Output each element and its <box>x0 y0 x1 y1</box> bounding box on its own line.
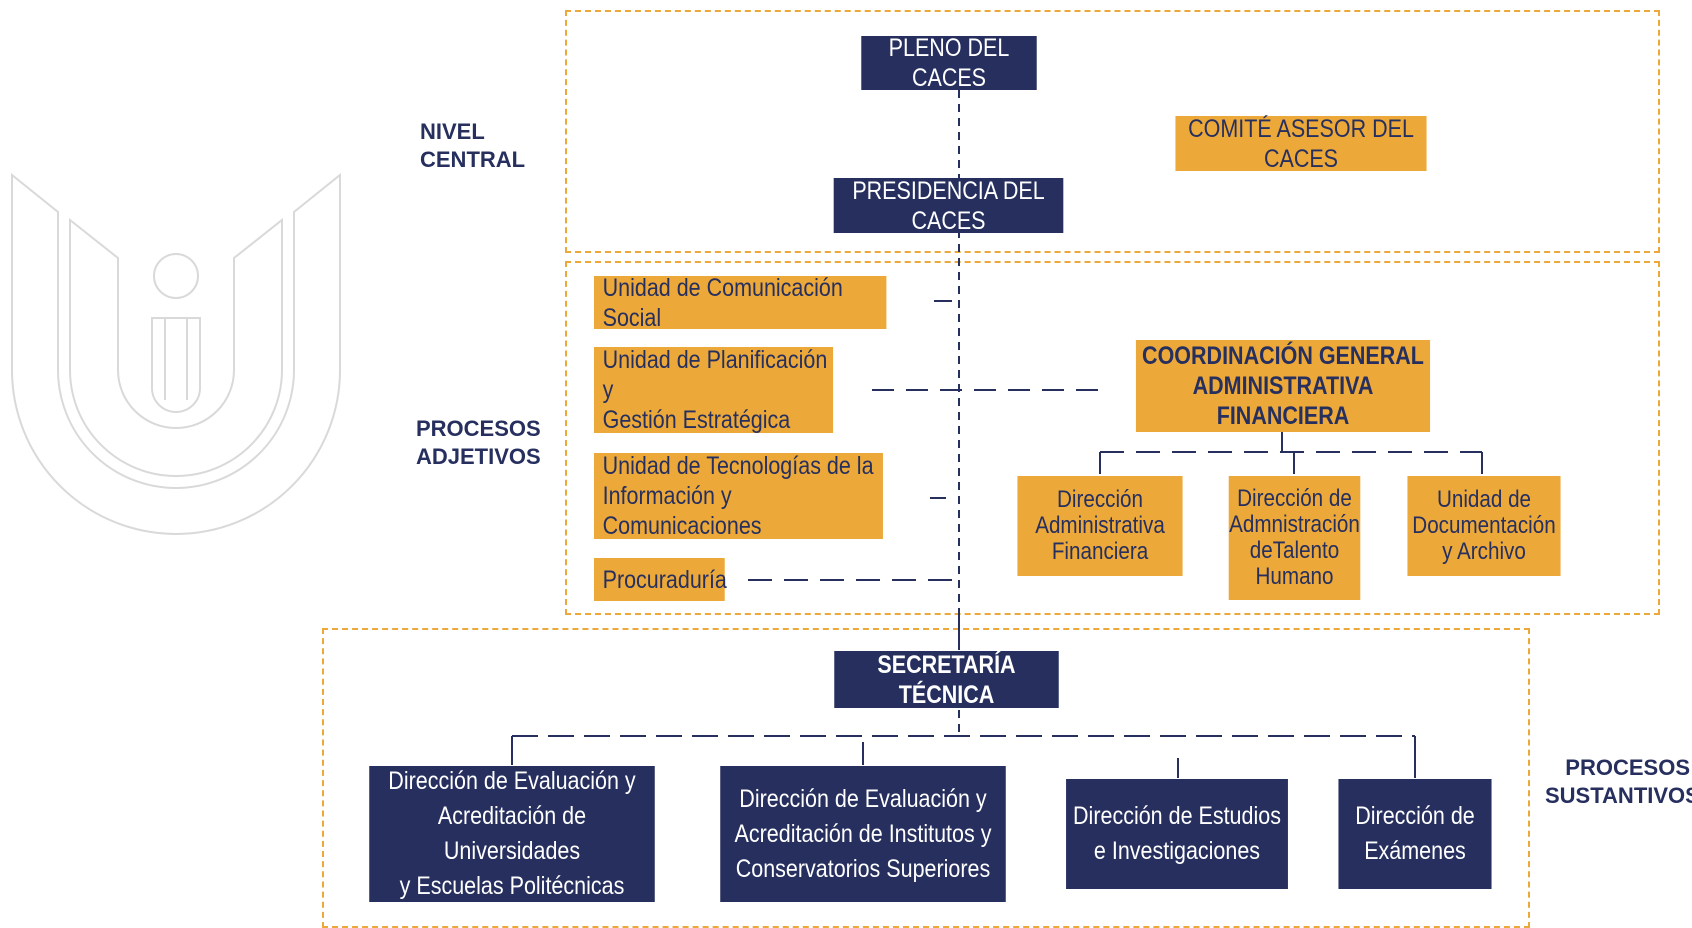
comite-asesor-box: COMITÉ ASESOR DEL CACES <box>1175 115 1427 173</box>
direccion-administrativa-financiera-box: Dirección Administrativa Financiera <box>1017 476 1183 576</box>
direccion-evaluacion-institutos-box: Dirección de Evaluación y Acreditación d… <box>720 766 1006 902</box>
zone-procesos-adjetivos <box>565 261 1660 615</box>
secretaria-tecnica-box: SECRETARÍA TÉCNICA <box>834 651 1059 709</box>
caces-logo-watermark <box>11 172 341 535</box>
direccion-talento-humano-box: Dirección de Admnistración deTalento Hum… <box>1228 476 1361 600</box>
direccion-examenes-box: Dirección de Exámenes <box>1338 779 1492 889</box>
coordinacion-general-box: COORDINACIÓN GENERAL ADMINISTRATIVA FINA… <box>1135 340 1431 432</box>
unidad-tecnologias-box: Unidad de Tecnologías de la Información … <box>594 452 883 540</box>
unidad-documentacion-archivo-box: Unidad de Documentación y Archivo <box>1407 476 1561 576</box>
pleno-caces-box: PLENO DEL CACES <box>861 34 1037 92</box>
section-label-procesos-adjetivos: PROCESOS ADJETIVOS <box>416 416 541 469</box>
procuraduria-box: Procuraduría <box>594 558 727 601</box>
direccion-estudios-investigaciones-box: Dirección de Estudios e Investigaciones <box>1066 779 1288 889</box>
unidad-comunicacion-social-box: Unidad de Comunicación Social <box>594 274 887 332</box>
section-label-procesos-sustantivos: PROCESOS SUSTANTIVOS <box>1545 755 1692 808</box>
direccion-evaluacion-universidades-box: Dirección de Evaluación y Acreditación d… <box>369 766 655 902</box>
presidencia-caces-box: PRESIDENCIA DEL CACES <box>833 177 1064 235</box>
section-label-nivel-central: NIVEL CENTRAL <box>420 119 526 172</box>
unidad-planificacion-box: Unidad de Planificación y Gestión Estrat… <box>594 346 834 434</box>
zone-nivel-central <box>565 10 1660 253</box>
